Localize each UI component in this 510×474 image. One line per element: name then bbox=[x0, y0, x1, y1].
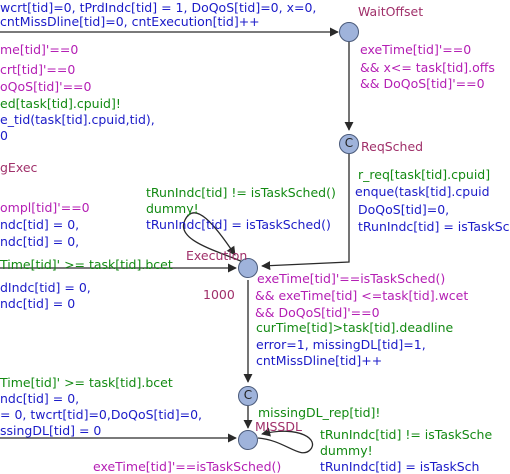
exec-loop-sync: dummy! bbox=[146, 201, 199, 216]
reqsched-assign-2: DoQoS[tid]=0, bbox=[358, 202, 450, 217]
deadline-assign-2: cntMissDline[tid]++ bbox=[256, 353, 383, 368]
left-mid-guard: Time[tid]' >= task[tid].bcet bbox=[0, 257, 173, 272]
location-label-missdl: MISSDL bbox=[255, 419, 302, 434]
exec-loop-guard: tRunIndc[tid] != isTaskSched() bbox=[146, 185, 336, 200]
left-bottom-assign-3: ssingDL[tid] = 0 bbox=[0, 423, 102, 438]
waitoffset-invariant-3: && DoQoS[tid]'==0 bbox=[360, 76, 485, 91]
exec-invariant-2: && exeTime[tid] <=task[tid].wcet bbox=[255, 288, 469, 303]
missdl-sync: missingDL_rep[tid]! bbox=[258, 405, 381, 420]
left-sched-assign-1: e_tid(task[tid].cpuid,tid), bbox=[0, 112, 155, 127]
exec-loop-assign: tRunIndc[tid] = isTaskSched() bbox=[146, 217, 331, 232]
left-bottom-guard: Time[tid]' >= task[tid].bcet bbox=[0, 375, 173, 390]
location-missdl bbox=[238, 430, 258, 450]
left-bottom-assign-1: ndc[tid] = 0, bbox=[0, 391, 80, 406]
waitoffset-invariant-2: && x<= task[tid].offs bbox=[360, 60, 495, 75]
reqsched-assign-3: tRunIndc[tid] = isTaskSc bbox=[358, 219, 510, 234]
missdl-loop-assign: tRunIndc[tid] = isTaskSch bbox=[320, 459, 480, 474]
number-label-1000: 1000 bbox=[203, 287, 235, 302]
left-exec-line-2: ndc[tid] = 0, bbox=[0, 217, 80, 232]
location-label-execution: Execution bbox=[186, 248, 248, 263]
edge-execution-selfloop bbox=[182, 212, 244, 263]
edge-missdl-selfloop bbox=[257, 427, 314, 454]
left-bottom-assign-2: = 0, twcrt[tid]=0,DoQoS[tid]=0, bbox=[0, 407, 203, 422]
left-sched-sync: ed[task[tid].cpuid]! bbox=[0, 96, 121, 111]
location-reqsched-committed: C bbox=[339, 134, 359, 154]
reqsched-assign-1: enque(task[tid].cpuid bbox=[355, 184, 490, 199]
left-mid-assign-1: dIndc[tid] = 0, bbox=[0, 280, 91, 295]
exec-invariant-1: exeTime[tid]'==isTaskSched() bbox=[257, 271, 446, 286]
left-exec-line-3: ndc[tid] = 0, bbox=[0, 234, 80, 249]
bottom-invariant: exeTime[tid]'==isTaskSched() bbox=[93, 459, 282, 474]
exec-invariant-3: && DoQoS[tid]'==0 bbox=[255, 305, 380, 320]
missdl-loop-guard: tRunIndc[tid] != isTaskSche bbox=[320, 427, 493, 442]
location-missdl-committed: C bbox=[238, 386, 258, 406]
left-wait-line-2: crt[tid]'==0 bbox=[0, 62, 76, 77]
deadline-guard: curTime[tid]>task[tid].deadline bbox=[256, 320, 454, 335]
left-wait-line-3: oQoS[tid]'==0 bbox=[0, 79, 92, 94]
top-assign-line-1: wcrt[tid]=0, tPrdIndc[tid] = 1, DoQoS[ti… bbox=[0, 0, 317, 15]
location-label-reqsched: ReqSched bbox=[361, 139, 424, 154]
left-mid-assign-2: ndc[tid] = 0 bbox=[0, 296, 76, 311]
top-assign-line-2: cntMissDline[tid]=0, cntExecution[tid]++ bbox=[0, 14, 260, 29]
edges-layer bbox=[0, 27, 354, 454]
location-label-left-exec: gExec bbox=[0, 160, 38, 175]
missdl-loop-sync: dummy! bbox=[320, 443, 373, 458]
location-waitoffset bbox=[339, 22, 359, 42]
location-label-waitoffset: WaitOffset bbox=[358, 4, 424, 19]
left-wait-line-1: me[tid]'==0 bbox=[0, 42, 79, 57]
edge-reqsched-to-execution bbox=[261, 154, 350, 271]
deadline-assign-1: error=1, missingDL[tid]=1, bbox=[256, 337, 426, 352]
left-exec-line-1: ompl[tid]'==0 bbox=[0, 200, 90, 215]
left-sched-assign-2: 0 bbox=[0, 128, 8, 143]
waitoffset-invariant-1: exeTime[tid]'==0 bbox=[360, 42, 472, 57]
location-execution bbox=[238, 258, 258, 278]
reqsched-sync: r_req[task[tid].cpuid] bbox=[358, 167, 491, 182]
